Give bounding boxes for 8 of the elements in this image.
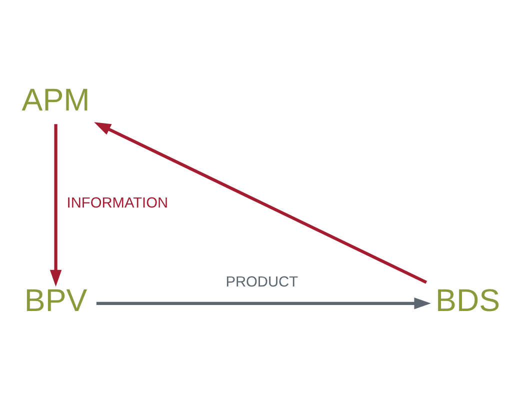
edge-label: PRODUCT: [226, 274, 298, 290]
node-text: APM: [22, 82, 90, 118]
arrow: [50, 124, 62, 287]
arrow: [94, 122, 428, 284]
node-text: BDS: [436, 283, 500, 318]
edge-label: INFORMATION: [66, 195, 168, 212]
node-text: BPV: [24, 283, 88, 318]
arrow: [96, 298, 431, 310]
